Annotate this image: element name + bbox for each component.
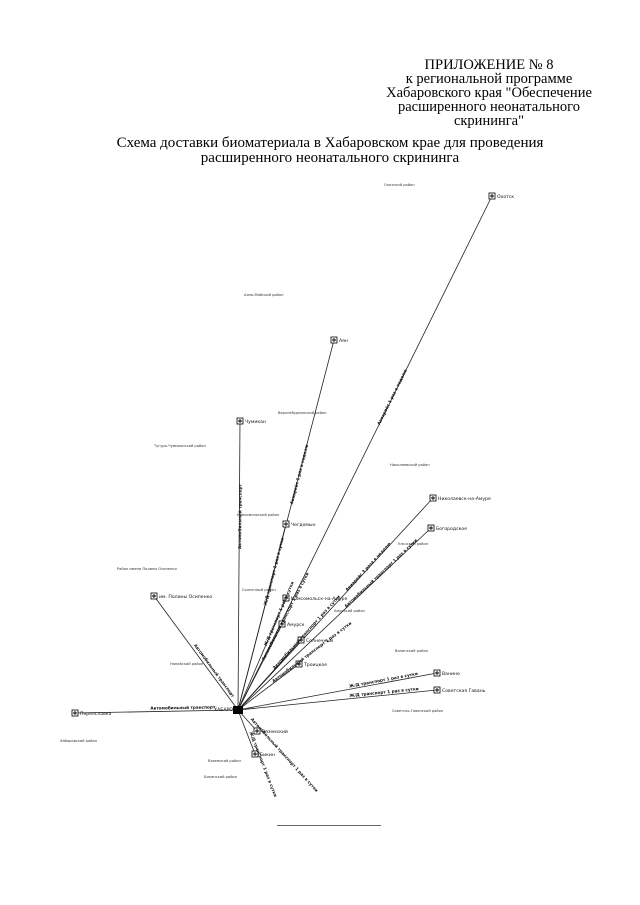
district-label: Охотский район bbox=[384, 183, 415, 187]
town-label: Переяславка bbox=[80, 711, 112, 717]
cross-icon bbox=[255, 729, 259, 733]
district-label: Николаевский район bbox=[390, 463, 430, 467]
district-label: Советско-Гаванский район bbox=[392, 709, 444, 713]
district-label: Комсомольский район bbox=[237, 513, 280, 517]
district-label: Вяземский район bbox=[208, 759, 241, 763]
cross-icon bbox=[152, 594, 156, 598]
town-label: Солнечный bbox=[306, 637, 333, 644]
cross-icon bbox=[490, 194, 494, 198]
cross-icon bbox=[73, 711, 77, 715]
town-label: Вяземский bbox=[262, 728, 288, 735]
cross-icon bbox=[297, 662, 301, 666]
route-label: Ж/Д транспорт 1 раз в сутки bbox=[349, 671, 419, 689]
route-line bbox=[237, 597, 287, 711]
cross-icon bbox=[253, 752, 257, 756]
route-line bbox=[237, 689, 438, 711]
appendix-line: к региональной программе bbox=[405, 71, 573, 87]
cross-icon bbox=[429, 526, 433, 530]
route-label: Автомобильный транспорт bbox=[237, 483, 242, 549]
district-label: Амурский район bbox=[334, 609, 366, 613]
district-label: Нанайский район bbox=[170, 662, 204, 666]
hub-label: ХАБАРОВСК bbox=[214, 707, 243, 713]
cross-icon bbox=[284, 596, 288, 600]
appendix-line: Хабаровского края "Обеспечение bbox=[386, 85, 592, 101]
route-line bbox=[237, 527, 432, 711]
district-label: Верхнебуреинский район bbox=[278, 411, 327, 415]
route-line bbox=[237, 709, 256, 755]
district-label: Солнечный район bbox=[242, 588, 276, 592]
cross-icon bbox=[284, 522, 288, 526]
route-line bbox=[237, 523, 287, 711]
page-title: Схема доставки биоматериала в Хабаровско… bbox=[70, 136, 590, 166]
route-line bbox=[237, 672, 438, 711]
appendix-line: расширенного неонатального bbox=[397, 99, 580, 115]
town-label: Комсомольск-на-Амуре bbox=[291, 596, 347, 602]
route-line bbox=[237, 663, 300, 711]
route-label: Автомобильный транспорт bbox=[193, 643, 236, 699]
route-line bbox=[74, 709, 239, 714]
route-line bbox=[153, 595, 239, 711]
cross-icon bbox=[431, 496, 435, 500]
town-label: Чегдомын bbox=[291, 522, 315, 528]
district-label: Район имени Полины Осипенко bbox=[117, 567, 177, 571]
title-line: Схема доставки биоматериала в Хабаровско… bbox=[116, 135, 544, 151]
title-line: расширенного неонатального скрининга bbox=[200, 150, 460, 166]
route-label: Авиарейс 1 раз в неделю bbox=[289, 444, 309, 505]
district-label: Ульчский район bbox=[398, 542, 429, 546]
cross-icon bbox=[435, 688, 439, 692]
cross-icon bbox=[332, 338, 336, 342]
cross-icon bbox=[238, 419, 242, 423]
cross-icon bbox=[280, 622, 284, 626]
town-label: Аян bbox=[339, 338, 348, 344]
district-label: Аяно-Майский район bbox=[244, 293, 284, 297]
route-line bbox=[237, 623, 283, 711]
route-label: Ж/Д транспорт 1 раз в сутки bbox=[263, 537, 285, 606]
route-line bbox=[237, 639, 302, 711]
town-label: Богородское bbox=[436, 526, 467, 532]
footer-divider bbox=[277, 825, 381, 826]
hub-marker bbox=[233, 706, 243, 714]
route-label: Авиарейс 1 раз в неделю bbox=[376, 368, 408, 425]
route-label: Ж/Д транспорт 1 раз в сутки bbox=[349, 686, 419, 698]
appendix-line: ПРИЛОЖЕНИЕ № 8 bbox=[424, 57, 554, 73]
appendix-line: скрининга" bbox=[453, 113, 525, 129]
town-label: Николаевск-на-Амуре bbox=[438, 496, 491, 502]
district-label: Бикинский район bbox=[204, 775, 238, 779]
route-line bbox=[237, 497, 434, 711]
town-label: Советская Гавань bbox=[442, 688, 486, 694]
town-label: Охотск bbox=[497, 194, 514, 200]
district-label: Ванинский район bbox=[395, 649, 429, 653]
town-label: им. Полины Осипенко bbox=[159, 594, 212, 600]
appendix-header: ПРИЛОЖЕНИЕ № 8 к региональной программе … bbox=[374, 57, 604, 129]
town-label: Троицкое bbox=[303, 662, 327, 668]
town-label: Амурск bbox=[287, 622, 305, 628]
route-line bbox=[237, 420, 241, 711]
route-label: Автомобильный транспорт bbox=[150, 704, 216, 710]
cross-icon bbox=[299, 638, 303, 642]
town-label: Ванино bbox=[442, 671, 460, 677]
town-label: Чумикан bbox=[245, 419, 266, 425]
district-label: Хабаровский район bbox=[60, 739, 98, 743]
district-label: Тугуро-Чумиканский район bbox=[153, 444, 206, 448]
cross-icon bbox=[435, 671, 439, 675]
town-label: Бикин bbox=[260, 752, 275, 758]
